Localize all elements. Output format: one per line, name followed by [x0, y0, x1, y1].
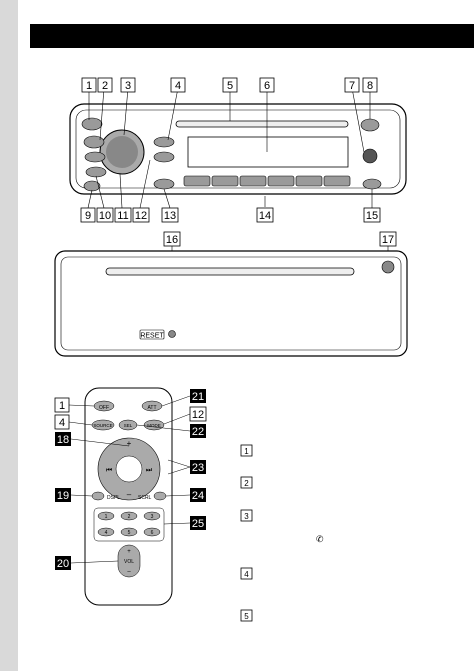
off-button [81, 117, 103, 131]
callout-8: 8 [367, 80, 373, 92]
page-edge-tab [0, 0, 18, 671]
remote-callout-20: 20 [57, 558, 69, 570]
receptor [362, 178, 382, 190]
callout-12: 12 [135, 210, 147, 222]
callout-4: 4 [175, 80, 181, 92]
phone-icon: ✆ [316, 534, 324, 544]
remote-sel: SEL [124, 423, 133, 428]
remote-att: ATT [147, 405, 156, 411]
front-panel-diagram: 16 17 RESET [54, 231, 408, 357]
remote-callout-21: 21 [192, 391, 204, 403]
legend-3: 3 [244, 512, 249, 521]
remote-number-buttons: 1 2 3 4 5 6 [97, 511, 161, 537]
legend-1: 1 [244, 447, 249, 456]
remote-num-4: 4 [105, 530, 108, 536]
callout-11: 11 [117, 210, 128, 222]
remote-num-1: 1 [105, 514, 108, 520]
panel-outline [54, 250, 408, 357]
reset-label: RESET [140, 333, 164, 340]
callout-9: 9 [85, 210, 91, 222]
disc-slot [175, 120, 349, 128]
remote-callout-25: 25 [192, 518, 204, 530]
bottom-callouts: 9 10 11 12 13 14 15 [80, 207, 381, 223]
svg-text:+: + [127, 439, 132, 448]
main-unit-diagram [69, 87, 407, 209]
aux-jack [362, 148, 378, 164]
legend-4: 4 [244, 570, 249, 579]
panel-disc-slot [105, 267, 355, 276]
legend-list: 1 2 3 ✆ 4 5 [240, 444, 324, 622]
svg-text:+: + [127, 549, 131, 555]
seek-minus-button [84, 151, 106, 163]
remote-callout-18: 18 [57, 434, 69, 446]
callout-15: 15 [366, 210, 378, 222]
source-button [83, 135, 105, 149]
section-header-bar [30, 24, 474, 48]
callout-3: 3 [125, 80, 131, 92]
remote-mode: MODE [147, 423, 161, 428]
phone-button [153, 136, 175, 148]
remote-callout-22: 22 [192, 426, 204, 438]
remote-callout-4: 4 [59, 417, 65, 429]
svg-text:⏮: ⏮ [106, 467, 112, 474]
callout-10: 10 [99, 210, 111, 222]
callout-2: 2 [102, 80, 108, 92]
svg-text:–: – [127, 490, 132, 499]
eject-button [360, 118, 380, 132]
seek-plus-button [153, 151, 175, 163]
remote-callout-23: 23 [192, 462, 204, 474]
remote-num-3: 3 [151, 514, 154, 520]
remote-callout-19: 19 [57, 490, 69, 502]
remote-callout-1: 1 [59, 400, 65, 412]
remote-callout-24: 24 [192, 490, 204, 502]
callout-14: 14 [259, 210, 271, 222]
display-window [187, 136, 349, 168]
panel-eject-button [381, 260, 395, 274]
callout-1: 1 [86, 80, 92, 92]
callout-13: 13 [164, 210, 176, 222]
callout-17: 17 [382, 234, 394, 246]
svg-text:–: – [127, 569, 131, 575]
callout-6: 6 [264, 80, 270, 92]
remote-off: OFF [99, 405, 109, 411]
reset-button [168, 330, 176, 338]
remote-vol: VOL [124, 559, 134, 565]
remote-num-6: 6 [151, 530, 154, 536]
remote-dspl: DSPL [107, 495, 120, 501]
preset-buttons [183, 175, 351, 187]
remote-callout-12: 12 [192, 409, 204, 421]
callout-5: 5 [227, 80, 233, 92]
mode-button [85, 166, 107, 178]
top-callouts: 1 2 3 4 5 6 7 8 [81, 77, 378, 93]
remote-source: SOURCE [93, 423, 112, 428]
callout-16: 16 [166, 234, 178, 246]
svg-text:⏭: ⏭ [146, 467, 153, 474]
remote-num-2: 2 [128, 514, 131, 520]
scan-button [153, 178, 175, 190]
remote-num-5: 5 [128, 530, 131, 536]
callout-7: 7 [349, 80, 355, 92]
remote-scrl: SCRL [138, 495, 152, 501]
remote-diagram: OFF ATT SOURCE SEL MODE + – ⏮ ⏭ DSPL SCR… [54, 387, 207, 606]
legend-2: 2 [244, 479, 249, 488]
legend-5: 5 [244, 612, 249, 621]
